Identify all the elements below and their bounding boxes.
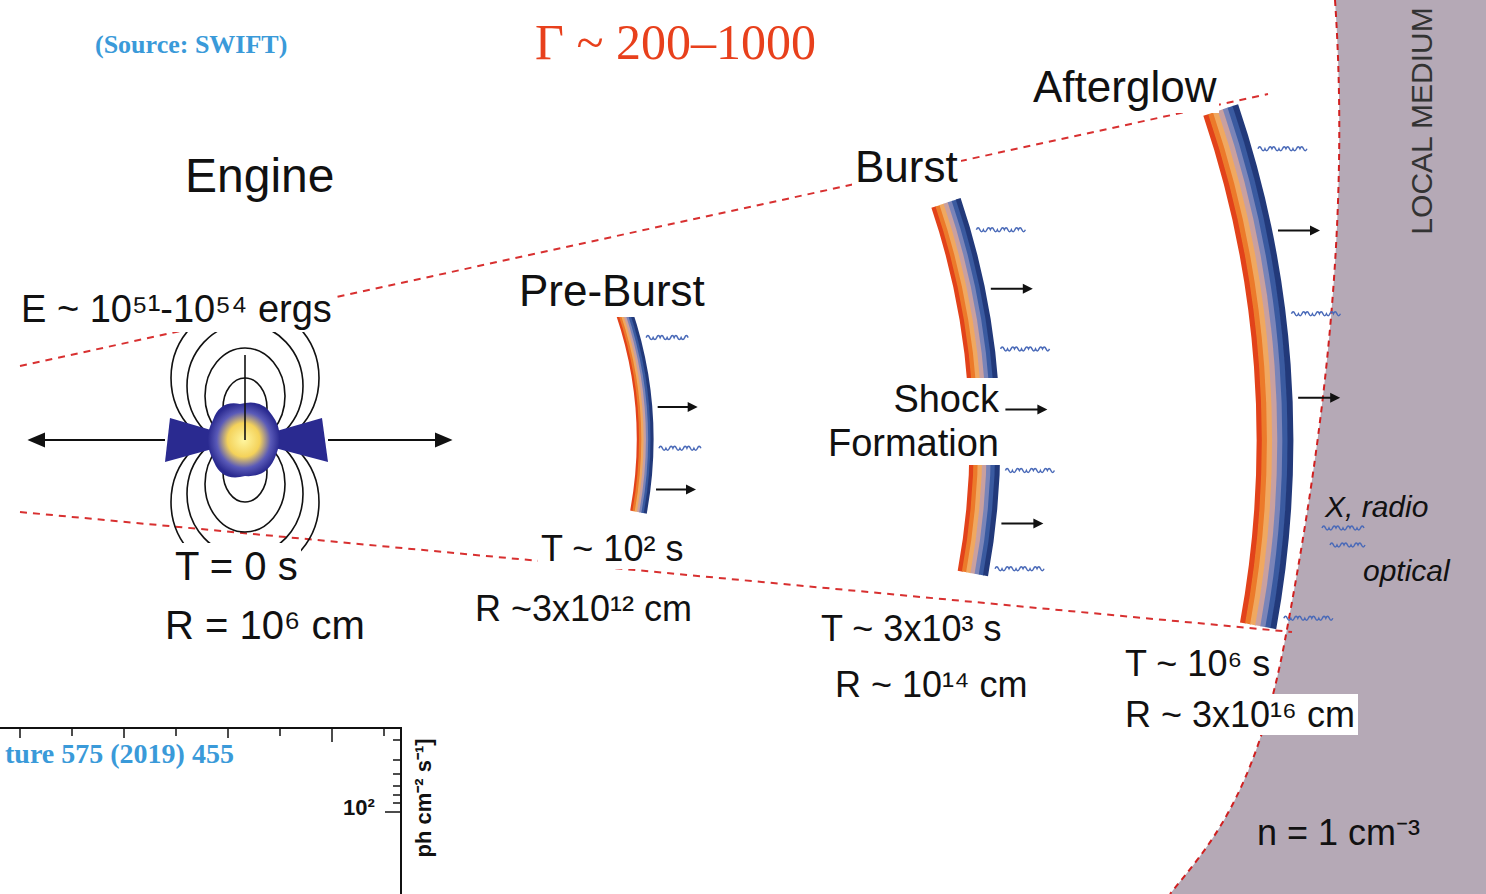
shell-band bbox=[630, 310, 651, 514]
axis-tick bbox=[393, 759, 401, 761]
reference-label: ture 575 (2019) 455 bbox=[2, 738, 237, 770]
axis-value: 10² bbox=[340, 795, 378, 820]
motion-arrow bbox=[1278, 230, 1312, 232]
axis-tick bbox=[331, 728, 333, 742]
axis-tick bbox=[393, 773, 401, 775]
source-credit: (Source: SWIFT) bbox=[92, 30, 290, 60]
axis-tick bbox=[393, 802, 401, 804]
arrow-head bbox=[686, 485, 696, 495]
stage-heading: Burst bbox=[852, 142, 961, 193]
axis-tick bbox=[175, 728, 177, 736]
emission-wave bbox=[659, 446, 701, 450]
emission-marks bbox=[646, 147, 1365, 621]
arrow-head bbox=[1330, 393, 1340, 403]
radius-label: R ~ 10¹⁴ cm bbox=[832, 664, 1031, 705]
time-label: T = 0 s bbox=[172, 543, 301, 589]
band-label: X, radio bbox=[1322, 490, 1431, 525]
emission-wave bbox=[1001, 347, 1050, 351]
band-label: optical bbox=[1360, 554, 1453, 589]
inset-plot bbox=[0, 726, 402, 894]
radius-label: R = 10⁶ cm bbox=[162, 602, 368, 648]
emission-wave bbox=[1291, 312, 1340, 316]
emission-wave bbox=[1322, 526, 1364, 530]
arrow-head bbox=[1037, 405, 1047, 415]
arrow-head bbox=[1310, 226, 1320, 236]
motion-arrow bbox=[656, 489, 688, 491]
central-engine bbox=[30, 304, 450, 576]
emission-wave bbox=[1258, 147, 1307, 151]
axis-tick bbox=[385, 811, 401, 813]
medium-boundary bbox=[1170, 0, 1339, 894]
axis-tick bbox=[279, 728, 281, 736]
axis-tick bbox=[71, 728, 73, 736]
motion-arrow bbox=[1001, 523, 1035, 525]
axis-tick bbox=[393, 739, 401, 741]
motion-arrow bbox=[1005, 409, 1039, 411]
stage-heading: Engine bbox=[182, 148, 337, 203]
stage-heading: Pre-Burst bbox=[516, 266, 708, 317]
radius-label: R ~3x10¹² cm bbox=[472, 588, 695, 629]
radius-label: R ~ 3x10¹⁶ cm bbox=[1122, 694, 1358, 735]
motion-arrow bbox=[991, 288, 1025, 290]
jet-cone bbox=[20, 94, 1292, 632]
arrow-head bbox=[1023, 284, 1033, 294]
stage-heading: Afterglow bbox=[1030, 62, 1219, 113]
motion-arrow bbox=[1298, 397, 1332, 399]
density-label: n = 1 cm⁻³ bbox=[1254, 812, 1423, 853]
motion-arrow bbox=[658, 406, 690, 408]
local-medium-region bbox=[1170, 0, 1486, 894]
axis-tick bbox=[393, 794, 401, 796]
emission-wave bbox=[995, 567, 1044, 571]
region-label: LOCAL MEDIUM bbox=[1405, 4, 1440, 237]
emission-wave bbox=[1284, 616, 1333, 620]
arrow-head bbox=[1033, 519, 1043, 529]
shells bbox=[617, 105, 1290, 629]
emission-wave bbox=[646, 336, 688, 340]
time-label: T ~ 3x10³ s bbox=[818, 608, 1004, 649]
lorentz-factor: Γ ~ 200–1000 bbox=[532, 14, 819, 72]
arrow-head bbox=[688, 402, 698, 412]
axis-tick bbox=[383, 728, 385, 736]
time-label: T ~ 10⁶ s bbox=[1122, 643, 1273, 684]
emission-wave bbox=[976, 228, 1025, 232]
axis-tick bbox=[393, 785, 401, 787]
emission-wave bbox=[1005, 468, 1054, 472]
shock-note: Shock Formation bbox=[806, 378, 1002, 465]
axis-title: ph cm⁻² s⁻¹] bbox=[411, 735, 436, 860]
shell-band bbox=[1235, 105, 1290, 629]
emission-wave bbox=[1330, 543, 1365, 547]
time-label: T ~ 10² s bbox=[538, 528, 686, 569]
energy-label: E ~ 10⁵¹-10⁵⁴ ergs bbox=[18, 288, 335, 332]
